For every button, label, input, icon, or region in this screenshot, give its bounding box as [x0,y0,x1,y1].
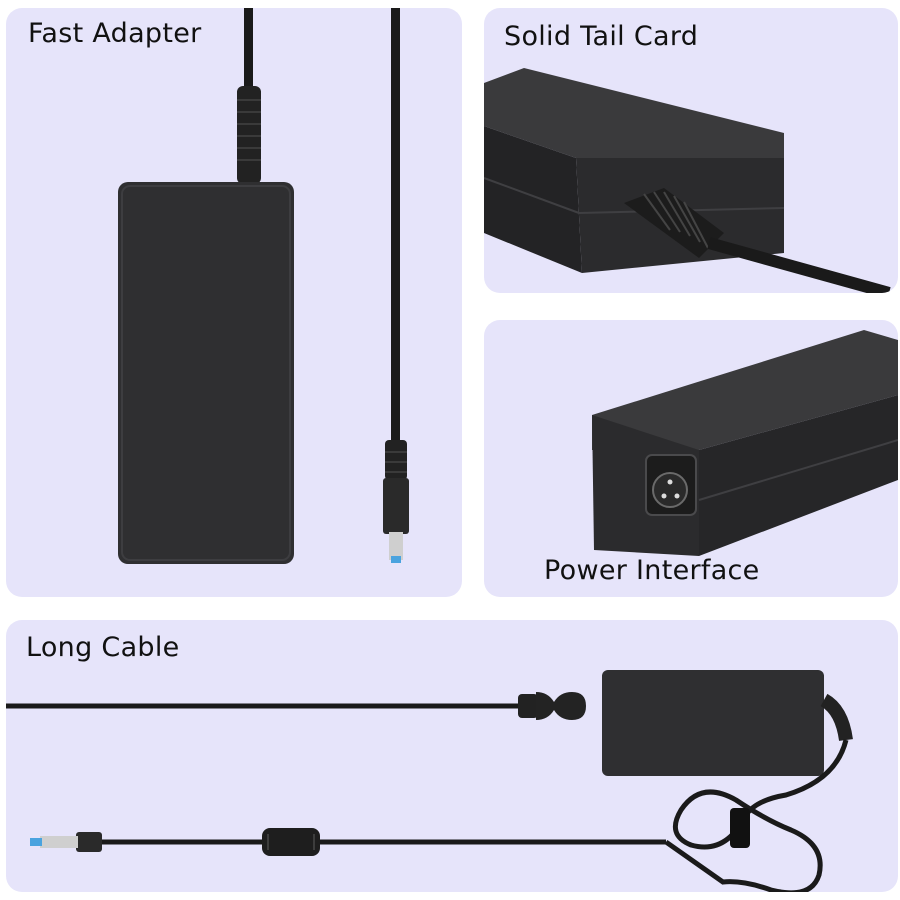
solid-tail-card-label: Solid Tail Card [504,21,699,52]
adapter-front-illustration [118,8,409,564]
power-interface-label: Power Interface [544,555,760,586]
power-interface-panel: Power Interface [484,320,898,597]
fast-adapter-panel: Fast Adapter [6,8,462,597]
long-cable-label: Long Cable [26,632,180,663]
fast-adapter-label: Fast Adapter [28,18,202,49]
long-cable-illustration [6,670,853,892]
adapter-tail-illustration [484,68,891,293]
long-cable-panel: Long Cable [6,620,898,892]
adapter-socket-illustration [592,330,898,556]
solid-tail-card-panel: Solid Tail Card [484,8,898,293]
